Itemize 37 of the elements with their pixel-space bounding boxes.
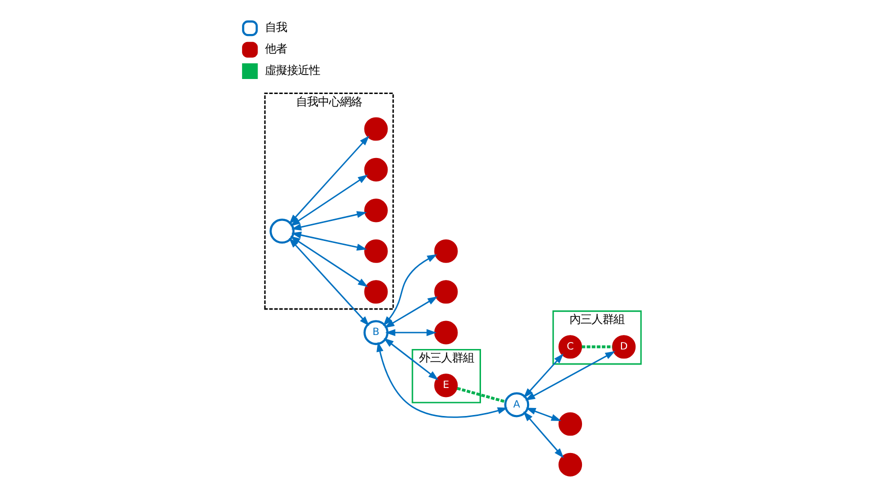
node-circle bbox=[364, 157, 388, 181]
arrow bbox=[523, 353, 564, 398]
node-circle: C bbox=[558, 334, 582, 358]
node-circle: B bbox=[364, 320, 388, 345]
arrow bbox=[291, 210, 367, 230]
node-circle: D bbox=[612, 334, 636, 358]
arrow bbox=[385, 328, 437, 336]
arrow bbox=[376, 341, 508, 418]
node-circle: A bbox=[504, 392, 530, 417]
node-circle bbox=[364, 238, 388, 262]
cluster: 自我中心網絡 bbox=[264, 92, 394, 310]
node-circle bbox=[558, 452, 582, 476]
arrow bbox=[288, 237, 370, 326]
arrow bbox=[288, 135, 370, 224]
arrow bbox=[291, 231, 367, 250]
arrow bbox=[526, 407, 562, 420]
arrow bbox=[525, 350, 616, 400]
node-circle bbox=[434, 238, 458, 262]
node-circle bbox=[270, 218, 295, 244]
legend-label: 虛擬接近性 bbox=[264, 62, 320, 76]
legend-label: 他者 bbox=[264, 40, 287, 55]
arrow bbox=[384, 337, 438, 380]
node-circle bbox=[364, 280, 388, 304]
node-circle bbox=[364, 198, 388, 222]
connector bbox=[582, 344, 612, 348]
arrow bbox=[384, 296, 438, 328]
legend-label: 自我 bbox=[264, 20, 287, 34]
node-circle bbox=[434, 280, 458, 304]
node-circle bbox=[558, 412, 582, 436]
node-circle: E bbox=[434, 373, 458, 397]
connector bbox=[456, 386, 506, 403]
arrow bbox=[383, 254, 438, 326]
arrow bbox=[290, 174, 368, 226]
node-circle bbox=[364, 116, 388, 140]
node-circle bbox=[434, 320, 458, 344]
arrow bbox=[523, 410, 564, 458]
arrow bbox=[290, 236, 368, 287]
